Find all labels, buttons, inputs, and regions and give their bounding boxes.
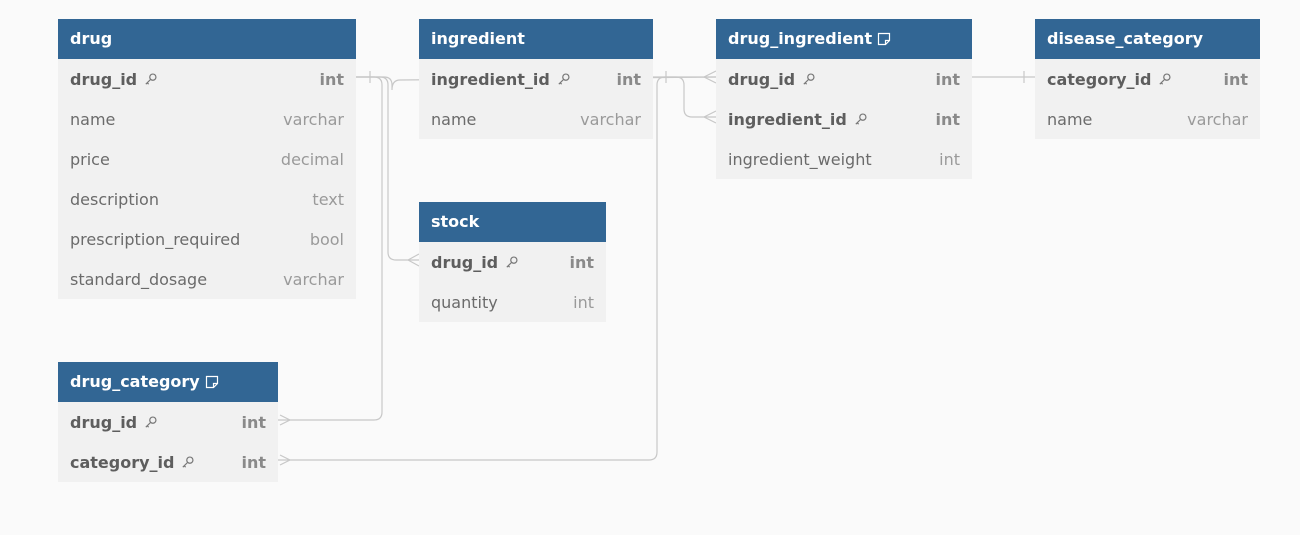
- note-icon[interactable]: [877, 32, 891, 46]
- crowfoot-drug-category-drug-id: [279, 414, 291, 426]
- crowfoot-drug-ingredient-ingredient-id: [703, 110, 717, 124]
- column-name: standard_dosage: [70, 269, 208, 289]
- column-row-drug-id[interactable]: drug_id int: [58, 59, 356, 99]
- key-icon: [506, 255, 518, 268]
- key-icon: [855, 112, 867, 125]
- table-title: disease_category: [1047, 29, 1204, 48]
- table-header-drug-category[interactable]: drug_category: [58, 362, 278, 402]
- column-row-name[interactable]: name varchar: [419, 99, 653, 139]
- column-type: decimal: [280, 149, 344, 169]
- column-row-quantity[interactable]: quantity int: [419, 282, 606, 322]
- table-title: drug: [70, 29, 113, 48]
- column-type: text: [312, 189, 344, 209]
- column-row-drug-id[interactable]: drug_id int: [716, 59, 972, 99]
- column-row-price[interactable]: price decimal: [58, 139, 356, 179]
- column-name: category_id: [1047, 69, 1152, 89]
- table-title: drug_ingredient: [728, 29, 873, 48]
- column-type: varchar: [1187, 109, 1248, 129]
- key-icon: [558, 72, 570, 85]
- column-type: int: [616, 69, 641, 89]
- column-row-ingredient-id[interactable]: ingredient_id int: [419, 59, 653, 99]
- table-title: stock: [431, 212, 480, 231]
- column-type: int: [573, 292, 594, 312]
- table-stock[interactable]: stock drug_id int quantity int: [419, 202, 606, 322]
- column-name: price: [70, 149, 110, 169]
- column-type: int: [319, 69, 344, 89]
- table-drug-category[interactable]: drug_category drug_id int category_id in…: [58, 362, 278, 482]
- table-disease-category[interactable]: disease_category category_id int name va…: [1035, 19, 1260, 139]
- column-name: category_id: [70, 452, 175, 472]
- column-name: name: [1047, 109, 1093, 129]
- column-type: bool: [309, 229, 344, 249]
- column-name: ingredient_id: [728, 109, 847, 129]
- column-type: varchar: [283, 109, 344, 129]
- column-name: name: [431, 109, 477, 129]
- column-type: int: [939, 149, 960, 169]
- crowfoot-drug-ingredient-drug-id: [703, 70, 717, 84]
- table-drug-ingredient[interactable]: drug_ingredient drug_id int ingredient_i…: [716, 19, 972, 179]
- key-icon: [182, 455, 195, 468]
- column-name: drug_id: [728, 69, 796, 89]
- connector-drug-stock: [356, 76, 419, 261]
- key-icon: [1159, 72, 1172, 85]
- column-type: varchar: [580, 109, 641, 129]
- column-name: drug_id: [70, 412, 138, 432]
- key-icon: [145, 72, 157, 85]
- column-row-drug-id[interactable]: drug_id int: [58, 402, 278, 442]
- column-type: int: [569, 252, 594, 272]
- column-name: ingredient_weight: [728, 149, 872, 169]
- column-name: ingredient_id: [431, 69, 550, 89]
- column-type: int: [1223, 69, 1248, 89]
- column-row-prescription-required[interactable]: prescription_required bool: [58, 219, 356, 259]
- key-icon: [145, 415, 157, 428]
- column-row-ingredient-id[interactable]: ingredient_id int: [716, 99, 972, 139]
- column-row-ingredient-weight[interactable]: ingredient_weight int: [716, 139, 972, 179]
- column-row-standard-dosage[interactable]: standard_dosage varchar: [58, 259, 356, 299]
- table-title: ingredient: [431, 29, 525, 48]
- table-drug[interactable]: drug drug_id int name varchar price deci…: [58, 19, 356, 299]
- table-header-drug-ingredient[interactable]: drug_ingredient: [716, 19, 972, 59]
- column-row-name[interactable]: name varchar: [58, 99, 356, 139]
- column-row-name[interactable]: name varchar: [1035, 99, 1260, 139]
- column-name: quantity: [431, 292, 498, 312]
- crowfoot-drug-category-category-id: [279, 454, 291, 466]
- column-type: varchar: [283, 269, 344, 289]
- column-type: int: [241, 412, 266, 432]
- column-name: drug_id: [431, 252, 499, 272]
- column-name: description: [70, 189, 159, 209]
- column-name: prescription_required: [70, 229, 241, 249]
- table-header-stock[interactable]: stock: [419, 202, 606, 242]
- column-type: int: [241, 452, 266, 472]
- table-title: drug_category: [70, 372, 200, 391]
- table-header-ingredient[interactable]: ingredient: [419, 19, 653, 59]
- crowfoot-stock-drug-id: [407, 253, 420, 267]
- table-header-disease-category[interactable]: disease_category: [1035, 19, 1260, 59]
- note-icon[interactable]: [205, 375, 219, 389]
- column-name: name: [70, 109, 116, 129]
- column-row-category-id[interactable]: category_id int: [1035, 59, 1260, 99]
- table-ingredient[interactable]: ingredient ingredient_id int name varcha…: [419, 19, 653, 139]
- table-header-drug[interactable]: drug: [58, 19, 356, 59]
- connector-ingredient-drug-ingredient-ingredient-id: [675, 76, 716, 118]
- column-type: int: [935, 69, 960, 89]
- key-icon: [803, 72, 815, 85]
- column-name: drug_id: [70, 69, 138, 89]
- column-type: int: [935, 109, 960, 129]
- column-row-category-id[interactable]: category_id int: [58, 442, 278, 482]
- column-row-drug-id[interactable]: drug_id int: [419, 242, 606, 282]
- column-row-description[interactable]: description text: [58, 179, 356, 219]
